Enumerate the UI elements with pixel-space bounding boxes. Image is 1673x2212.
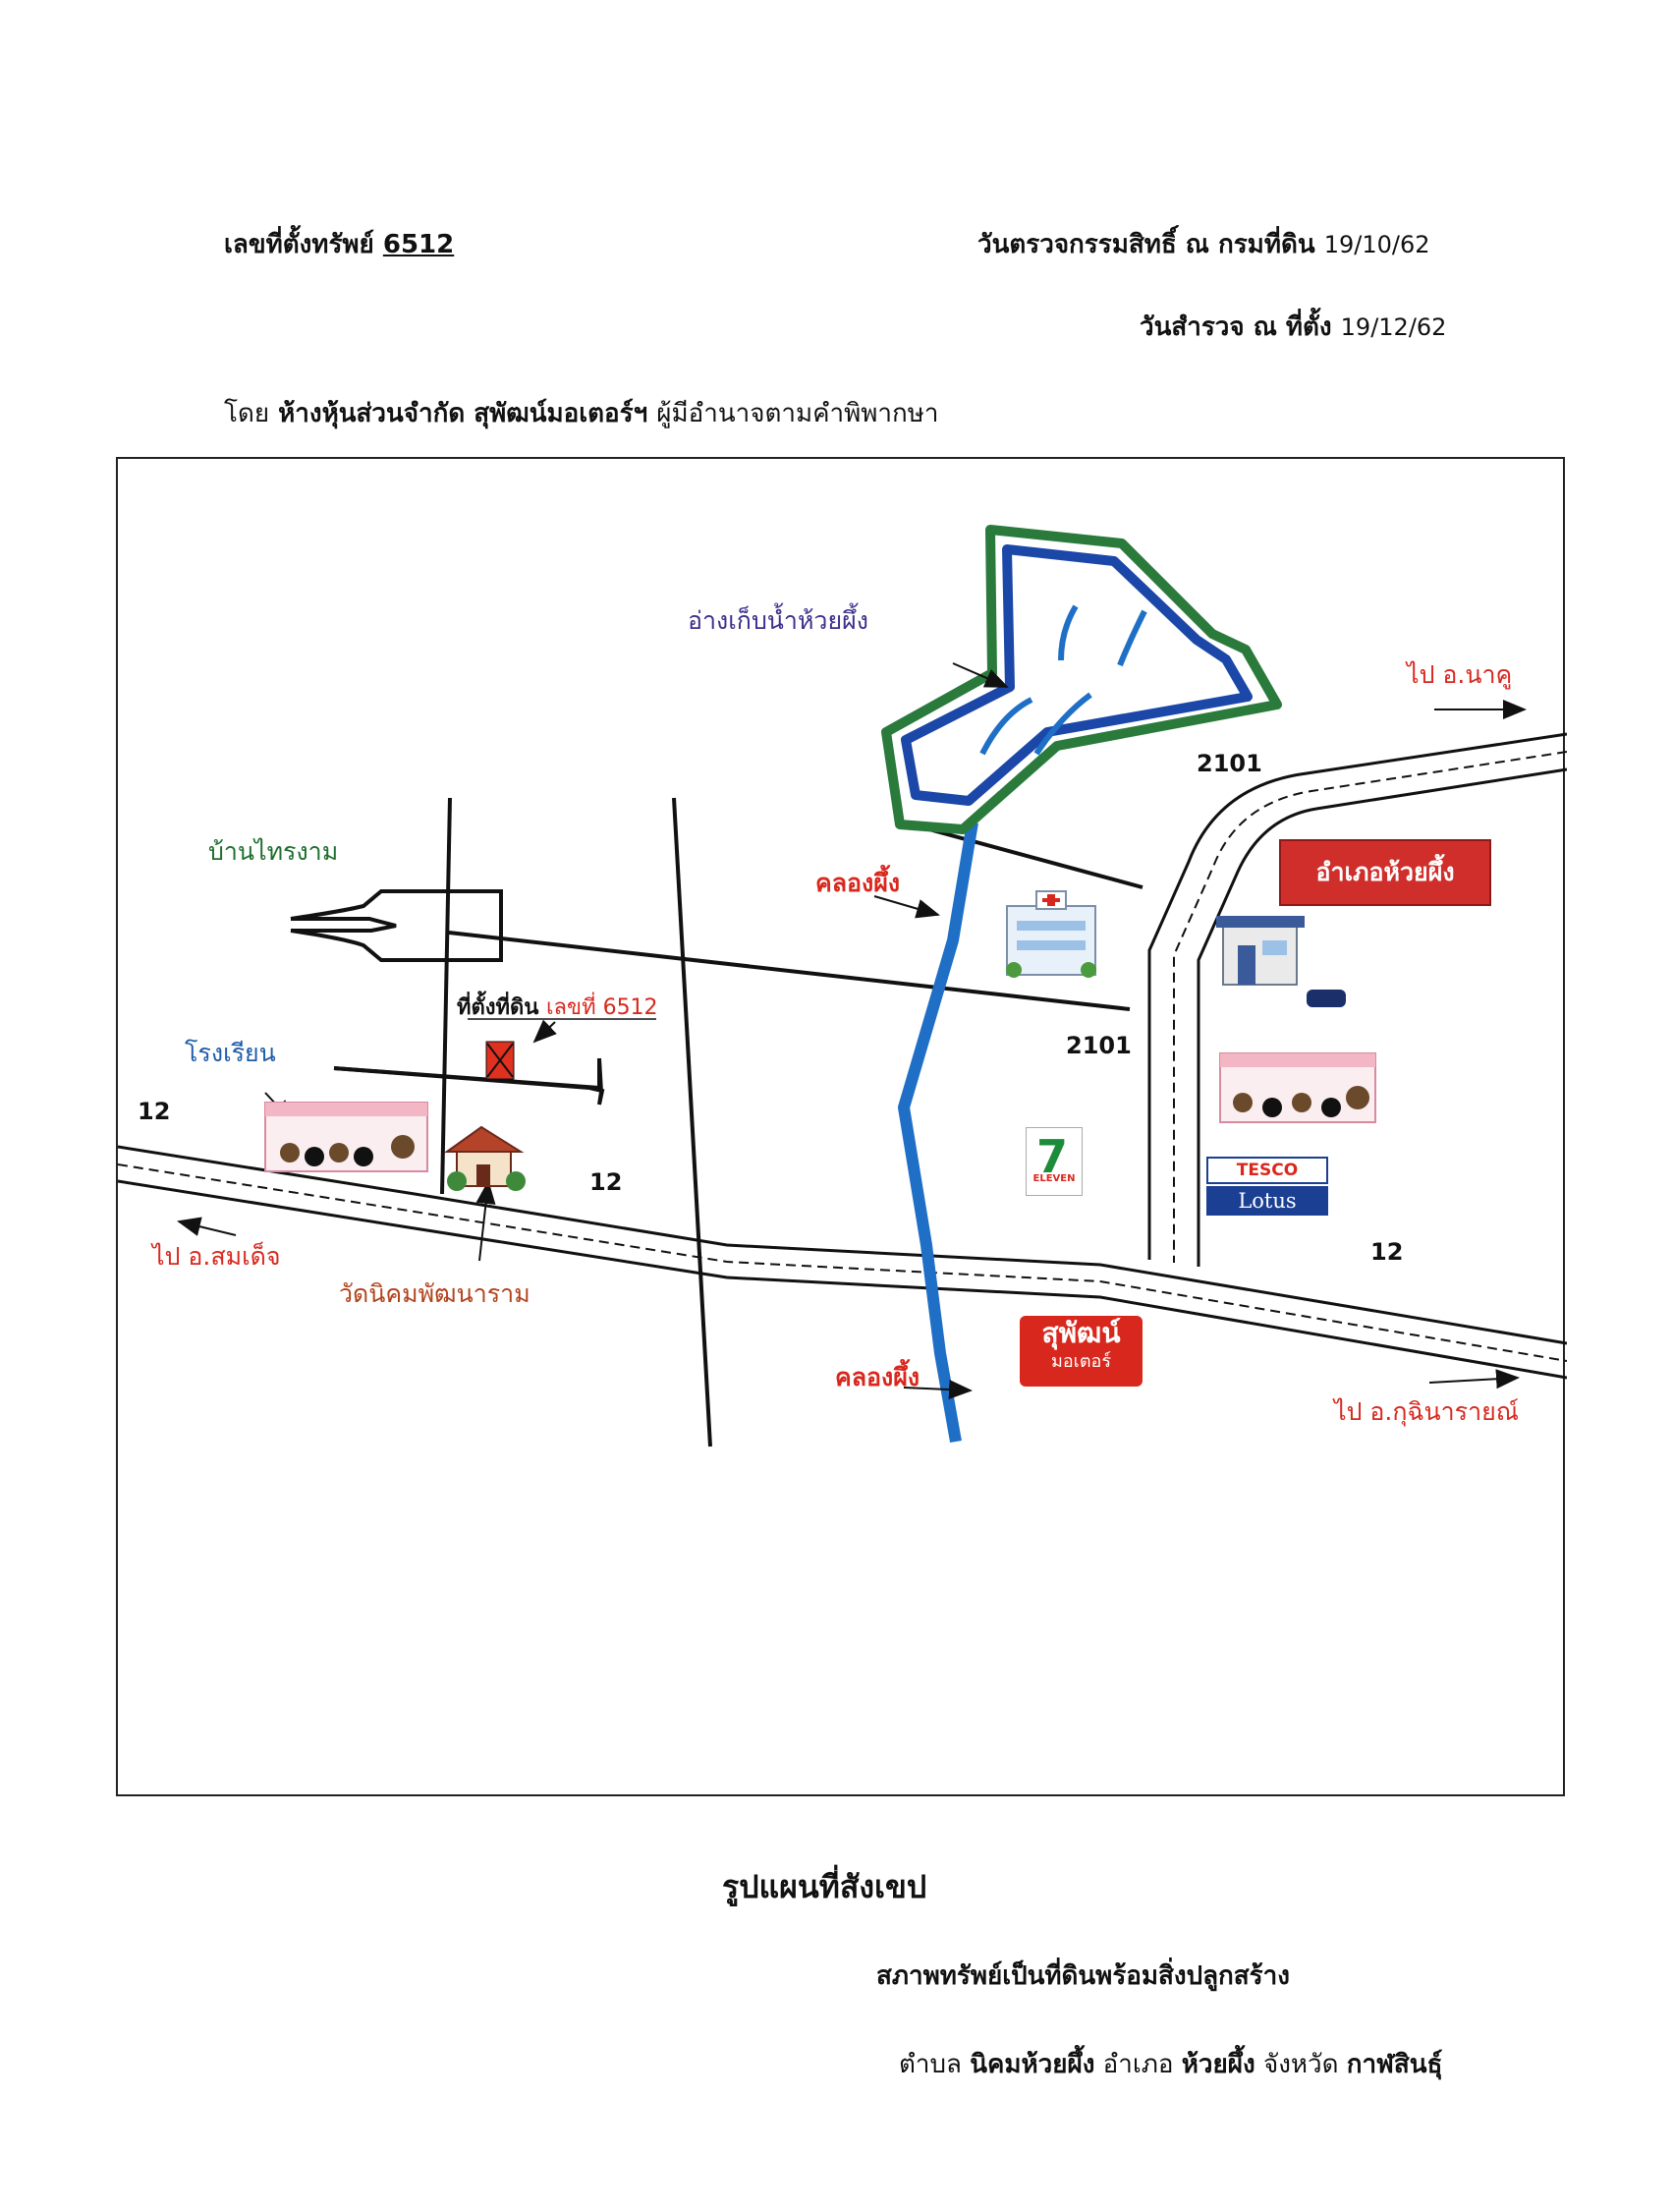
seven-eleven-number: 7 [1036, 1130, 1069, 1183]
hospital-building [1006, 890, 1096, 978]
title-check-label: วันตรวจกรรมสิทธิ์ ณ กรมที่ดิน [977, 230, 1315, 259]
tambon-name: นิคมห้วยผึ้ง [970, 2050, 1095, 2079]
land-location-text: ที่ตั้งที่ดิน [457, 995, 539, 1020]
lotus-text: Lotus [1206, 1186, 1328, 1216]
map-title: รูปแผนที่สังเขป [722, 1868, 927, 1905]
property-condition: สภาพทรัพย์เป็นที่ดินพร้อมสิ่งปลูกสร้าง [876, 1961, 1290, 1991]
reservoir-label: อ่างเก็บน้ำห้วยผึ้ง [688, 606, 868, 635]
suphat-logo-line1: สุพัฒน์ [1041, 1317, 1121, 1349]
police-station-building [1216, 916, 1346, 1007]
to-somdet-label: ไป อ.สมเด็จ [152, 1242, 281, 1271]
by-suffix: ผู้มีอำนาจตามคำพิพากษา [656, 399, 939, 428]
survey-line: วันสำรวจ ณ ที่ตั้ง 19/12/62 [1140, 307, 1446, 347]
road-2101-mid-label: 2101 [1066, 1032, 1132, 1059]
suphat-logo-line2: มอเตอร์ [1051, 1351, 1111, 1372]
temple-building [443, 1125, 526, 1191]
village-label: บ้านไทรงาม [208, 837, 339, 866]
survey-label: วันสำรวจ ณ ที่ตั้ง [1140, 312, 1332, 342]
title-check-date: 19/10/62 [1323, 231, 1430, 258]
suphat-motor-logo: สุพัฒน์ มอเตอร์ [1020, 1316, 1143, 1387]
school-building-left [264, 1102, 428, 1172]
amphoe-name: ห้วยผึ้ง [1181, 2050, 1255, 2079]
district-office-sign: อำเภอห้วยผึ้ง [1279, 839, 1491, 906]
tambon-label: ตำบล [899, 2050, 962, 2079]
province-name: กาฬสินธุ์ [1346, 2050, 1443, 2079]
seven-eleven-logo: 7 ELEVEN [1026, 1127, 1083, 1196]
to-kuchinarai-label: ไป อ.กุฉินารายณ์ [1334, 1397, 1519, 1426]
canal-bottom-label: คลองผึ้ง [835, 1363, 920, 1391]
tesco-text: TESCO [1206, 1157, 1328, 1184]
property-number-label: เลขที่ตั้งทรัพย์ [224, 230, 374, 259]
land-location-label: ที่ตั้งที่ดิน เลขที่ 6512 [457, 990, 658, 1024]
reservoir-shape [881, 525, 1282, 834]
road-12-mid-label: 12 [589, 1168, 623, 1196]
sketch-map: อ่างเก็บน้ำห้วยผึ้ง ไป อ.นาคู 2101 อำเภอ… [116, 457, 1567, 1796]
seven-eleven-text: ELEVEN [1032, 1173, 1076, 1184]
school-building-right [1219, 1052, 1376, 1123]
land-plot-marker [485, 1041, 515, 1080]
canal-line [898, 822, 978, 1444]
school-label: โรงเรียน [185, 1039, 276, 1067]
road-12-left-label: 12 [138, 1098, 171, 1125]
temple-label: วัดนิคมพัฒนาราม [339, 1279, 530, 1308]
road-2101 [1147, 732, 1567, 1267]
company-name: ห้างหุ้นส่วนจำกัด สุพัฒน์มอเตอร์ฯ [278, 399, 648, 428]
to-nakhu-label: ไป อ.นาคู [1407, 660, 1513, 689]
address-line: ตำบล นิคมห้วยผึ้ง อำเภอ ห้วยผึ้ง จังหวัด… [899, 2044, 1442, 2084]
company-line: โดย ห้างหุ้นส่วนจำกัด สุพัฒน์มอเตอร์ฯ ผู… [224, 393, 938, 433]
arrows [177, 662, 1527, 1400]
property-number-line: เลขที่ตั้งทรัพย์ 6512 [224, 224, 454, 264]
tesco-lotus-logo: TESCO Lotus [1206, 1157, 1328, 1216]
canal-top-label: คลองผึ้ง [815, 869, 901, 897]
survey-date: 19/12/62 [1340, 313, 1447, 341]
local-roads [290, 797, 1143, 1447]
property-number: 6512 [382, 230, 455, 259]
map-drawing [118, 525, 1567, 1447]
by-prefix: โดย [224, 399, 270, 428]
title-check-line: วันตรวจกรรมสิทธิ์ ณ กรมที่ดิน 19/10/62 [977, 224, 1429, 264]
amphoe-label: อำเภอ [1102, 2050, 1174, 2079]
land-location-number: เลขที่ 6512 [546, 995, 658, 1020]
road-12-right-label: 12 [1370, 1238, 1404, 1266]
road-2101-top-label: 2101 [1197, 750, 1262, 777]
road-12 [118, 1145, 1567, 1380]
province-label: จังหวัด [1262, 2050, 1339, 2079]
